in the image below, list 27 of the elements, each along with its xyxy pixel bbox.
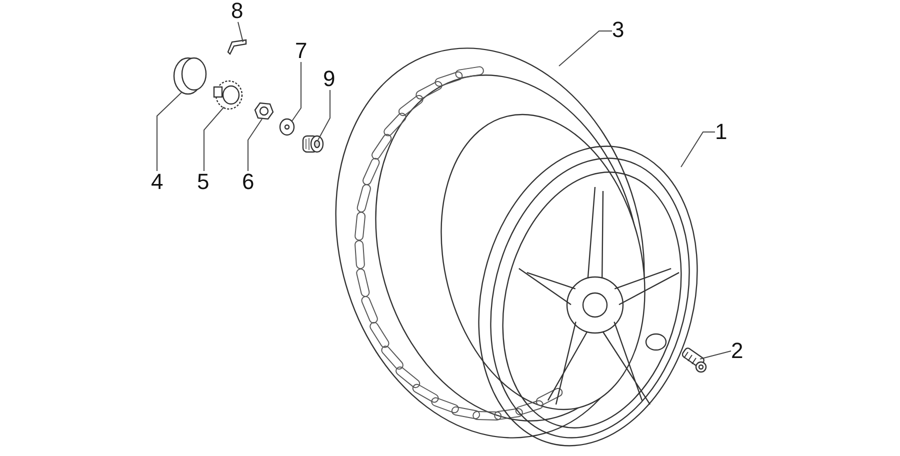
leader-line xyxy=(238,22,244,42)
callout-number: 2 xyxy=(731,340,744,362)
leader-line xyxy=(156,92,182,172)
callout-number: 7 xyxy=(295,40,308,62)
leader-line xyxy=(204,106,224,172)
tyre-drawing xyxy=(335,48,646,438)
valve-stem-drawing xyxy=(680,346,707,373)
leader-line xyxy=(292,62,302,122)
callout-number: 4 xyxy=(151,171,164,193)
leader-line xyxy=(318,90,330,140)
clip-drawing xyxy=(227,39,247,56)
callout-number: 1 xyxy=(715,121,728,143)
callout-number: 5 xyxy=(197,171,210,193)
callout-number: 6 xyxy=(242,171,254,193)
leader-line xyxy=(680,132,716,168)
callout-number: 9 xyxy=(323,68,336,90)
spacer-drawing xyxy=(302,135,324,153)
gear-drawing xyxy=(213,80,243,110)
callout-number: 8 xyxy=(231,0,244,22)
washer-drawing xyxy=(279,118,295,136)
hex-nut-drawing xyxy=(254,102,274,120)
leader-line xyxy=(700,350,732,360)
leader-line xyxy=(248,118,262,172)
wheel-rim-drawing xyxy=(478,146,698,446)
dust-cap-drawing xyxy=(173,57,207,95)
callout-number: 3 xyxy=(612,19,624,41)
leader-line xyxy=(558,30,612,66)
